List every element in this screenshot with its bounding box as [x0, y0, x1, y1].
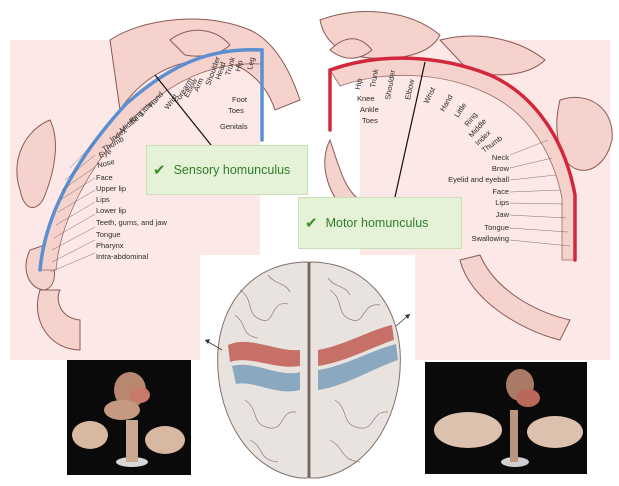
- label-genitals: Genitals: [220, 122, 248, 131]
- label-motor-jaw: Jaw: [496, 210, 510, 219]
- check-icon: ✔: [153, 161, 166, 179]
- label-motor-lips: Lips: [495, 198, 509, 207]
- label-toes-sensory: Toes: [228, 106, 244, 115]
- label-lips: Lips: [96, 195, 110, 204]
- check-icon: ✔: [305, 214, 318, 232]
- label-foot: Foot: [232, 95, 248, 104]
- label-motor-brow: Brow: [492, 164, 510, 173]
- brain-illustration: [200, 255, 415, 485]
- label-lower-lip: Lower lip: [96, 206, 126, 215]
- sensory-homunculus-photo: [67, 360, 191, 475]
- label-motor-eyelid-eyeball: Eyelid and eyeball: [448, 175, 509, 184]
- label-motor-face: Face: [492, 187, 509, 196]
- label-tongue: Tongue: [96, 230, 121, 239]
- motor-homunculus-callout: ✔ Motor homunculus: [298, 197, 462, 249]
- label-motor-swallowing: Swallowing: [471, 234, 509, 243]
- label-motor-ankle: Ankle: [360, 105, 379, 114]
- label-intra-abdominal: Intra-abdominal: [96, 252, 148, 261]
- label-motor-toes: Toes: [362, 116, 378, 125]
- label-motor-hip: Hip: [353, 78, 364, 91]
- motor-homunculus-photo: [425, 362, 587, 474]
- label-pharynx: Pharynx: [96, 241, 124, 250]
- label-face: Face: [96, 173, 113, 182]
- sensory-homunculus-callout: ✔ Sensory homunculus: [146, 145, 308, 195]
- label-motor-neck: Neck: [492, 153, 509, 162]
- label-upper-lip: Upper lip: [96, 184, 126, 193]
- label-teeth-gums-jaw: Teeth, gums, and jaw: [96, 218, 167, 227]
- label-motor-knee: Knee: [357, 94, 375, 103]
- motor-homunculus-label: Motor homunculus: [326, 216, 429, 230]
- label-motor-tongue: Tongue: [484, 223, 509, 232]
- sensory-homunculus-label: Sensory homunculus: [174, 163, 291, 177]
